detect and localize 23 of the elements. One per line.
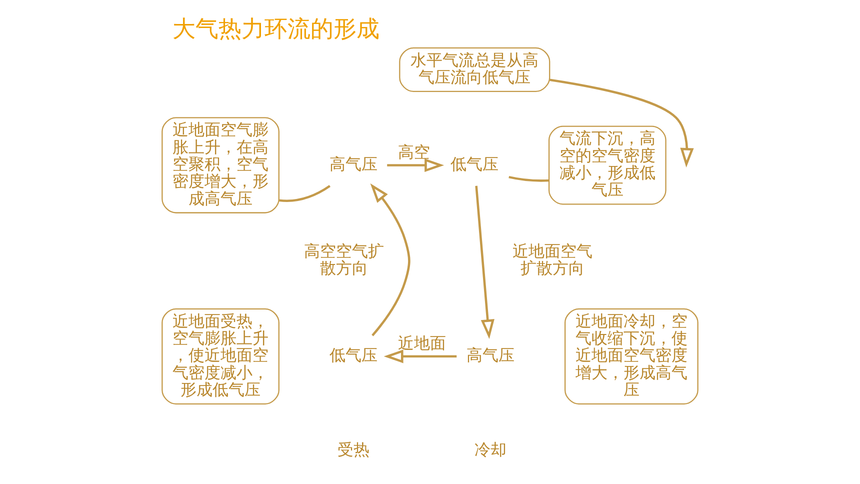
label: 冷却 xyxy=(474,440,507,459)
label: 高空空气扩散方向 xyxy=(304,240,384,278)
node-box: 水平气流总是从高气压流向低气压 xyxy=(399,46,550,92)
label: 近地面空气扩散方向 xyxy=(512,240,592,278)
arrow xyxy=(550,78,694,167)
edge-label: 近地面 xyxy=(398,333,446,352)
connector xyxy=(508,175,549,182)
node-text: 高气压 xyxy=(329,154,378,173)
diagram-title: 大气热力环流的形成 xyxy=(172,16,380,42)
arrow xyxy=(370,182,410,336)
node-text: 低气压 xyxy=(450,154,499,173)
connector xyxy=(279,184,330,202)
node-box: 气流下沉，高空的空气密度减小，形成低气压 xyxy=(548,125,666,204)
node-box: 近地面冷却，空气收缩下沉，使近地面空气密度增大，形成高气压 xyxy=(564,308,698,404)
node-box: 近地面受热，空气膨胀上升，使近地面空气密度减小，形成低气压 xyxy=(162,308,280,404)
edge-label: 高空 xyxy=(398,142,430,161)
arrow xyxy=(387,158,444,172)
arrow xyxy=(384,349,457,363)
label: 受热 xyxy=(337,440,370,459)
node-text: 低气压 xyxy=(329,345,378,364)
node-text: 高气压 xyxy=(466,345,515,364)
arrow xyxy=(475,185,494,339)
node-box: 近地面空气膨胀上升，在高空聚积，空气密度增大，形成高气压 xyxy=(162,116,280,213)
